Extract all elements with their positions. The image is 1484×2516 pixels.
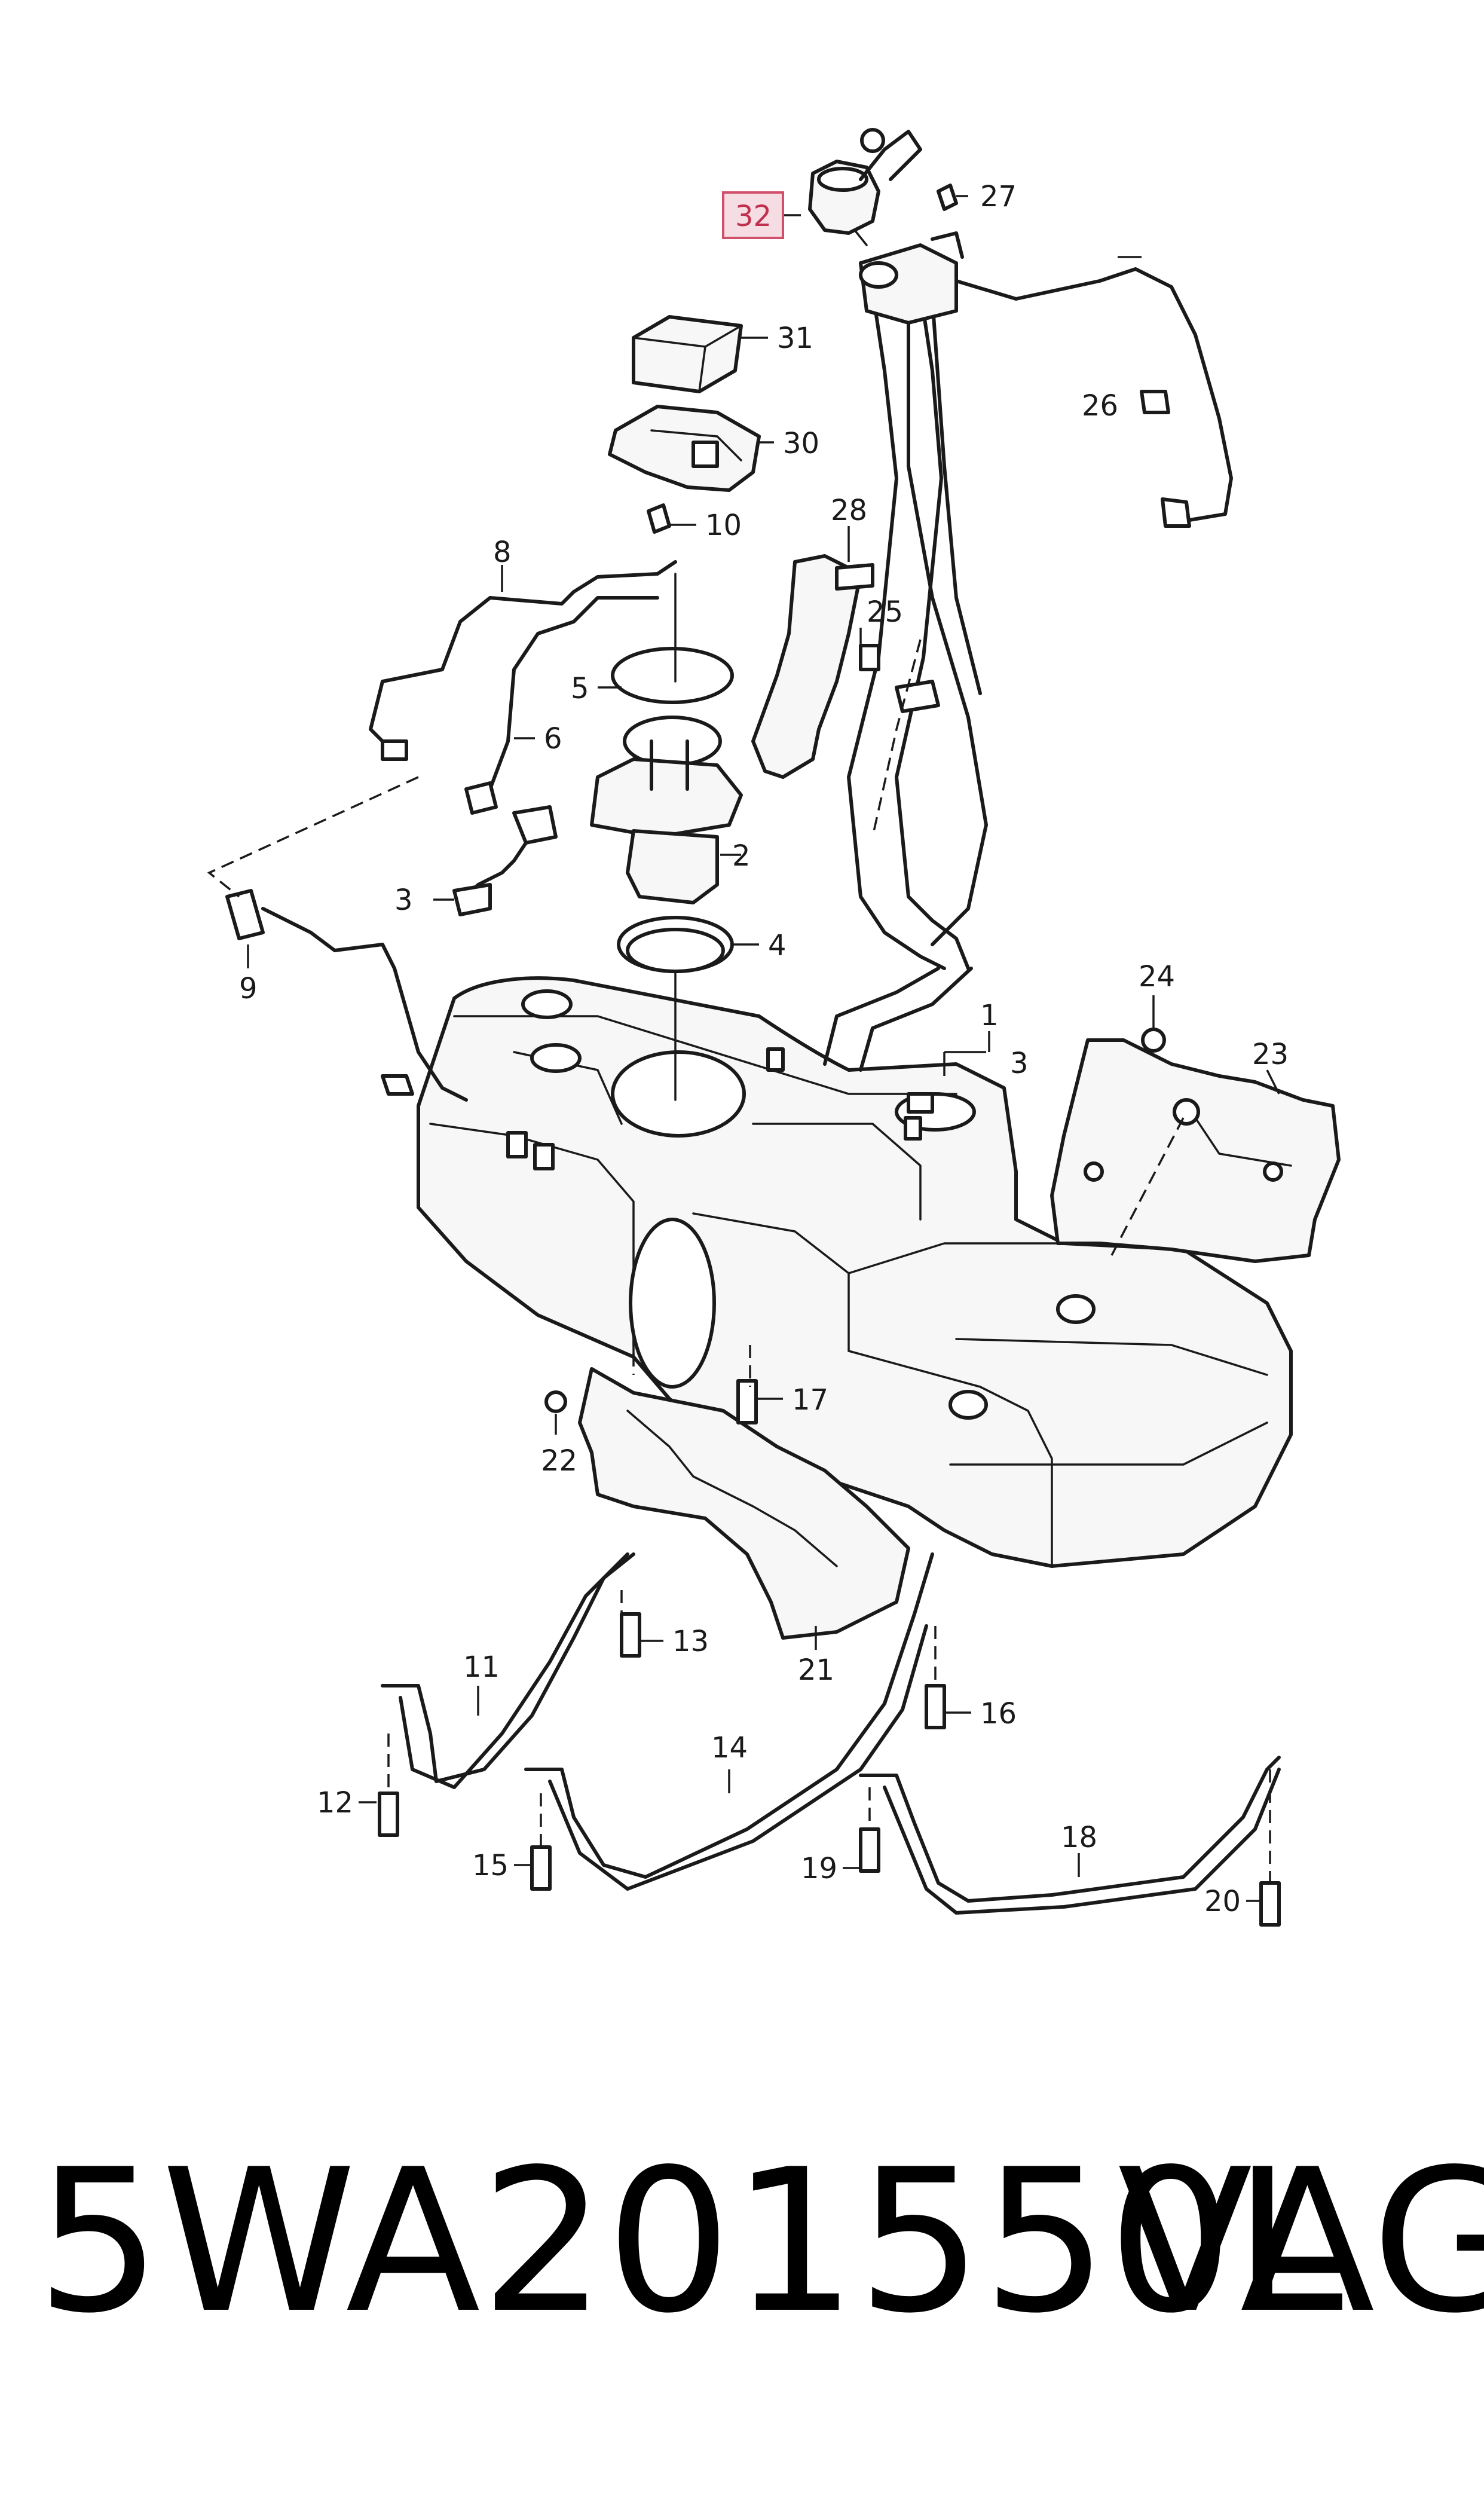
callout-16: 16 <box>980 1697 1017 1731</box>
part-number-footer: 5WA201550L VAG <box>36 2127 1484 2356</box>
callout-32-label: 32 <box>735 200 772 233</box>
callout-6: 6 <box>544 722 562 756</box>
callout-2: 2 <box>732 839 751 873</box>
nozzle-10 <box>647 503 671 534</box>
callout-24: 24 <box>1139 960 1175 993</box>
callout-25: 25 <box>867 595 903 629</box>
callout-19: 19 <box>801 1852 837 1885</box>
callout-31: 31 <box>777 322 813 355</box>
callout-27: 27 <box>980 180 1017 213</box>
callout-17: 17 <box>792 1383 828 1417</box>
callout-30: 30 <box>783 427 819 460</box>
callout-10: 10 <box>705 509 742 542</box>
callout-4: 4 <box>768 929 787 962</box>
callout-11: 11 <box>463 1650 500 1684</box>
heat-shield-lower <box>578 1367 910 1640</box>
callout-3-right: 3 <box>1010 1047 1029 1080</box>
filler-neck <box>823 243 988 1072</box>
control-unit <box>632 315 743 393</box>
fuel-lines <box>369 560 677 815</box>
vent-line <box>954 267 1233 528</box>
part-number: 5WA201550L <box>36 2127 1344 2356</box>
callout-8: 8 <box>493 536 512 569</box>
assembly-lines <box>207 639 1271 1883</box>
bracket-28 <box>751 554 874 779</box>
callout-12: 12 <box>317 1786 353 1820</box>
fuel-tank <box>417 976 1293 1568</box>
brand-name: VAG <box>1118 2127 1484 2356</box>
callout-26: 26 <box>1082 389 1118 423</box>
bracket-27 <box>931 184 964 259</box>
tank-straps <box>381 1552 1281 1915</box>
callouts: 27 31 30 26 10 28 8 25 5 6 2 3 4 9 24 1 … <box>239 180 1289 1918</box>
locking-ring <box>617 916 734 1101</box>
callout-5: 5 <box>571 672 589 705</box>
callout-14: 14 <box>711 1731 748 1765</box>
callout-21: 21 <box>798 1653 834 1687</box>
callout-23: 23 <box>1252 1038 1289 1071</box>
callout-1: 1 <box>980 999 999 1032</box>
wiring-harness <box>225 805 558 1102</box>
callout-22: 22 <box>541 1444 577 1478</box>
heat-shield-upper <box>1050 1038 1341 1263</box>
callout-13: 13 <box>672 1625 709 1658</box>
leader-lines <box>247 195 1280 1902</box>
cover-30 <box>608 405 761 492</box>
bolts <box>378 644 1281 1927</box>
fuel-pump <box>590 573 743 904</box>
filler-cap <box>808 128 922 246</box>
callout-15: 15 <box>472 1849 509 1882</box>
callout-32-highlighted[interactable]: 32 <box>722 191 784 239</box>
callout-28: 28 <box>831 494 867 527</box>
callout-3-left: 3 <box>394 883 413 917</box>
callout-9: 9 <box>239 972 258 1005</box>
callout-18: 18 <box>1061 1821 1097 1854</box>
callout-20: 20 <box>1204 1885 1241 1918</box>
